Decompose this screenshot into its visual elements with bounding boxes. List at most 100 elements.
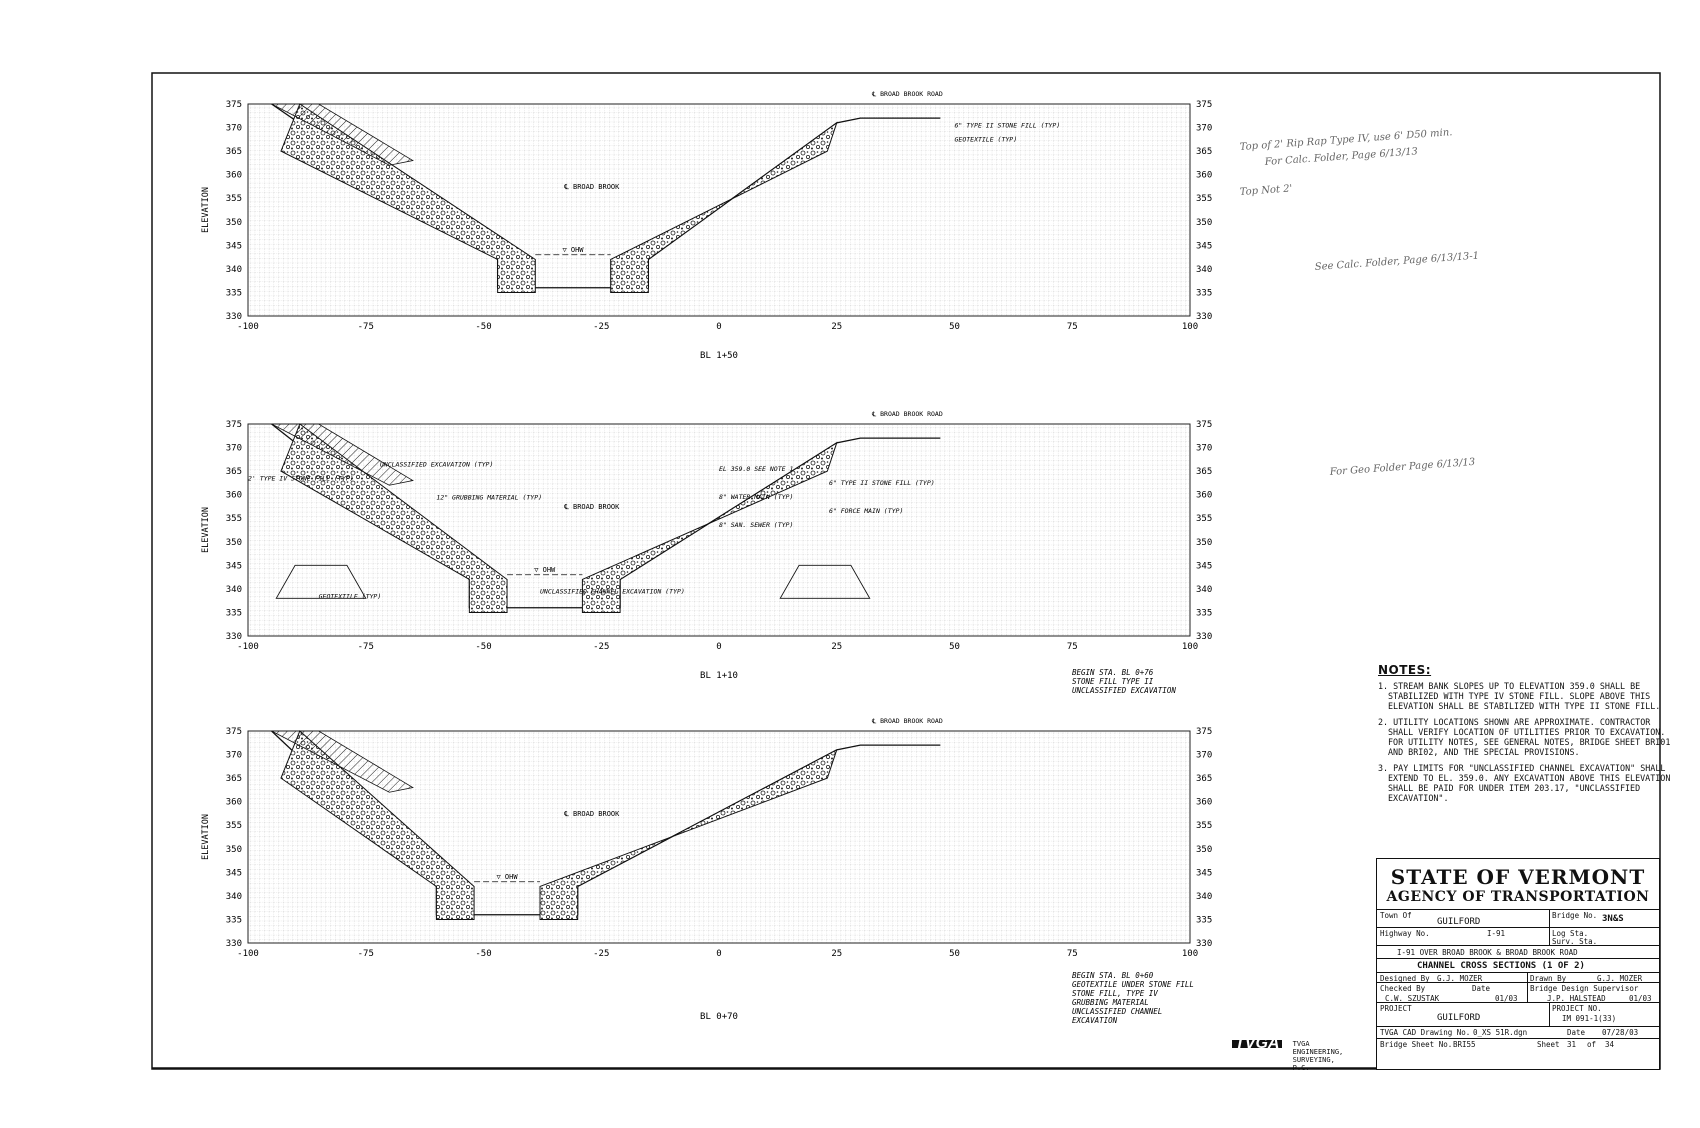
y-tick-right: 355 bbox=[1196, 194, 1212, 204]
y-tick-right: 355 bbox=[1196, 514, 1212, 524]
town-label: Town Of bbox=[1380, 911, 1412, 920]
bridge-sheet-value: BRI55 bbox=[1453, 1040, 1476, 1049]
y-tick-right: 375 bbox=[1196, 100, 1212, 110]
x-tick: 0 bbox=[716, 322, 721, 332]
sheet-title-row: CHANNEL CROSS SECTIONS (1 OF 2) bbox=[1377, 958, 1659, 972]
checked-date-label: Date bbox=[1472, 984, 1491, 993]
y-tick-left: 340 bbox=[226, 892, 242, 902]
y-tick-left: 360 bbox=[226, 171, 242, 181]
left-callout: 12" GRUBBING MATERIAL (TYP) bbox=[436, 493, 542, 501]
y-tick-right: 340 bbox=[1196, 892, 1212, 902]
y-tick-left: 330 bbox=[226, 632, 242, 642]
y-tick-left: 355 bbox=[226, 514, 242, 524]
type-ii-stone-strip bbox=[271, 103, 414, 166]
supervisor-label: Bridge Design Supervisor bbox=[1530, 984, 1639, 993]
designed-label: Designed By bbox=[1380, 974, 1430, 983]
cad-label: TVGA CAD Drawing No. bbox=[1380, 1028, 1471, 1037]
y-tick-right: 370 bbox=[1196, 124, 1212, 134]
road-centerline-label: ℄ BROAD BROOK ROAD bbox=[871, 90, 943, 98]
section-name: BL 0+70 bbox=[700, 1012, 738, 1022]
y-tick-left: 365 bbox=[226, 774, 242, 784]
y-tick-right: 365 bbox=[1196, 774, 1212, 784]
right-callout: 8" SAN. SEWER (TYP) bbox=[719, 521, 793, 529]
y-axis-label: ELEVATION bbox=[201, 814, 211, 860]
x-tick: 25 bbox=[831, 642, 842, 652]
road-centerline-label: ℄ BROAD BROOK ROAD bbox=[871, 717, 943, 725]
bridge-sheet-label: Bridge Sheet No. bbox=[1380, 1040, 1453, 1049]
checked-date: 01/03 bbox=[1495, 994, 1518, 1003]
notes-panel: NOTES: 1. STREAM BANK SLOPES UP TO ELEVA… bbox=[1378, 664, 1678, 809]
right-stone-fill bbox=[581, 441, 838, 613]
cad-date-value: 07/28/03 bbox=[1602, 1028, 1639, 1037]
project-value: GUILFORD bbox=[1437, 1013, 1481, 1023]
x-tick: -50 bbox=[475, 322, 491, 332]
y-tick-right: 365 bbox=[1196, 467, 1212, 477]
left-callout: 2' TYPE IV STONE FILL (TYP) bbox=[248, 475, 354, 483]
y-tick-left: 355 bbox=[226, 194, 242, 204]
y-tick-left: 375 bbox=[226, 420, 242, 430]
y-tick-left: 375 bbox=[226, 100, 242, 110]
right-stone-fill bbox=[539, 748, 838, 920]
x-tick: -100 bbox=[237, 322, 259, 332]
ohw-label: ▽ OHW bbox=[497, 873, 519, 881]
y-tick-left: 365 bbox=[226, 147, 242, 157]
centerline-brook-label: ℄ BROAD BROOK bbox=[563, 810, 620, 818]
y-axis-label: ELEVATION bbox=[201, 507, 211, 553]
road-centerline-label: ℄ BROAD BROOK ROAD bbox=[871, 410, 943, 418]
supervisor-date: 01/03 bbox=[1629, 994, 1652, 1003]
town-value: GUILFORD bbox=[1437, 917, 1481, 927]
y-tick-right: 335 bbox=[1196, 915, 1212, 925]
firm-name: TVGA ENGINEERING, SURVEYING, P.C. bbox=[1292, 1040, 1344, 1072]
y-tick-right: 375 bbox=[1196, 420, 1212, 430]
y-tick-left: 350 bbox=[226, 538, 242, 548]
y-tick-right: 370 bbox=[1196, 751, 1212, 761]
x-tick: 75 bbox=[1067, 322, 1078, 332]
sheet-label: Sheet bbox=[1537, 1040, 1560, 1049]
y-tick-right: 345 bbox=[1196, 868, 1212, 878]
x-tick: -75 bbox=[358, 642, 374, 652]
sheet-no: 31 bbox=[1567, 1040, 1577, 1049]
y-tick-left: 345 bbox=[226, 241, 242, 251]
type-ii-stone-strip bbox=[271, 423, 414, 486]
checked-label: Checked By bbox=[1380, 984, 1426, 993]
bridge-no-value: 3N&S bbox=[1602, 914, 1624, 924]
ohw-label: ▽ OHW bbox=[534, 566, 556, 574]
drawn-label: Drawn By bbox=[1530, 974, 1567, 983]
state-title: STATE OF VERMONT bbox=[1390, 865, 1646, 889]
begin-note-1: BEGIN STA. BL 0+76 STONE FILL TYPE II UN… bbox=[1072, 668, 1176, 695]
right-stone-fill bbox=[610, 121, 838, 293]
right-callout: EL 359.0 SEE NOTE 1 bbox=[719, 465, 793, 473]
surv-sta: Surv. Sta. bbox=[1552, 937, 1598, 946]
type-ii-stone-strip bbox=[271, 730, 414, 793]
centerline-brook-label: ℄ BROAD BROOK bbox=[563, 183, 620, 191]
y-tick-left: 350 bbox=[226, 218, 242, 228]
x-tick: -50 bbox=[475, 642, 491, 652]
sheet-border bbox=[151, 72, 1661, 1070]
x-tick: -25 bbox=[593, 642, 609, 652]
y-tick-right: 370 bbox=[1196, 444, 1212, 454]
y-tick-left: 365 bbox=[226, 467, 242, 477]
location-row: I-91 OVER BROAD BROOK & BROAD BROOK ROAD bbox=[1377, 945, 1659, 958]
title-block: STATE OF VERMONT AGENCY OF TRANSPORTATIO… bbox=[1376, 858, 1660, 1070]
section-name: BL 1+50 bbox=[700, 351, 738, 361]
y-tick-left: 360 bbox=[226, 491, 242, 501]
y-tick-right: 360 bbox=[1196, 171, 1212, 181]
y-tick-right: 350 bbox=[1196, 538, 1212, 548]
highway-row: Highway No. I-91 Log Sta. Surv. Sta. bbox=[1377, 927, 1659, 946]
agency-title: AGENCY OF TRANSPORTATION bbox=[1386, 889, 1650, 905]
utility-trench bbox=[779, 564, 871, 599]
y-tick-right: 360 bbox=[1196, 798, 1212, 808]
left-callout: GEOTEXTILE (TYP) bbox=[319, 592, 382, 600]
project-label: PROJECT bbox=[1380, 1004, 1412, 1013]
y-tick-right: 345 bbox=[1196, 241, 1212, 251]
y-tick-right: 375 bbox=[1196, 727, 1212, 737]
x-tick: 75 bbox=[1067, 949, 1078, 959]
y-tick-left: 345 bbox=[226, 561, 242, 571]
y-tick-right: 335 bbox=[1196, 608, 1212, 618]
hand-note-4: See Calc. Folder, Page 6/13/13-1 bbox=[1314, 251, 1479, 273]
right-callout: 6" FORCE MAIN (TYP) bbox=[829, 507, 903, 515]
x-tick: 50 bbox=[949, 642, 960, 652]
utility-trench bbox=[275, 564, 367, 599]
y-tick-left: 370 bbox=[226, 751, 242, 761]
